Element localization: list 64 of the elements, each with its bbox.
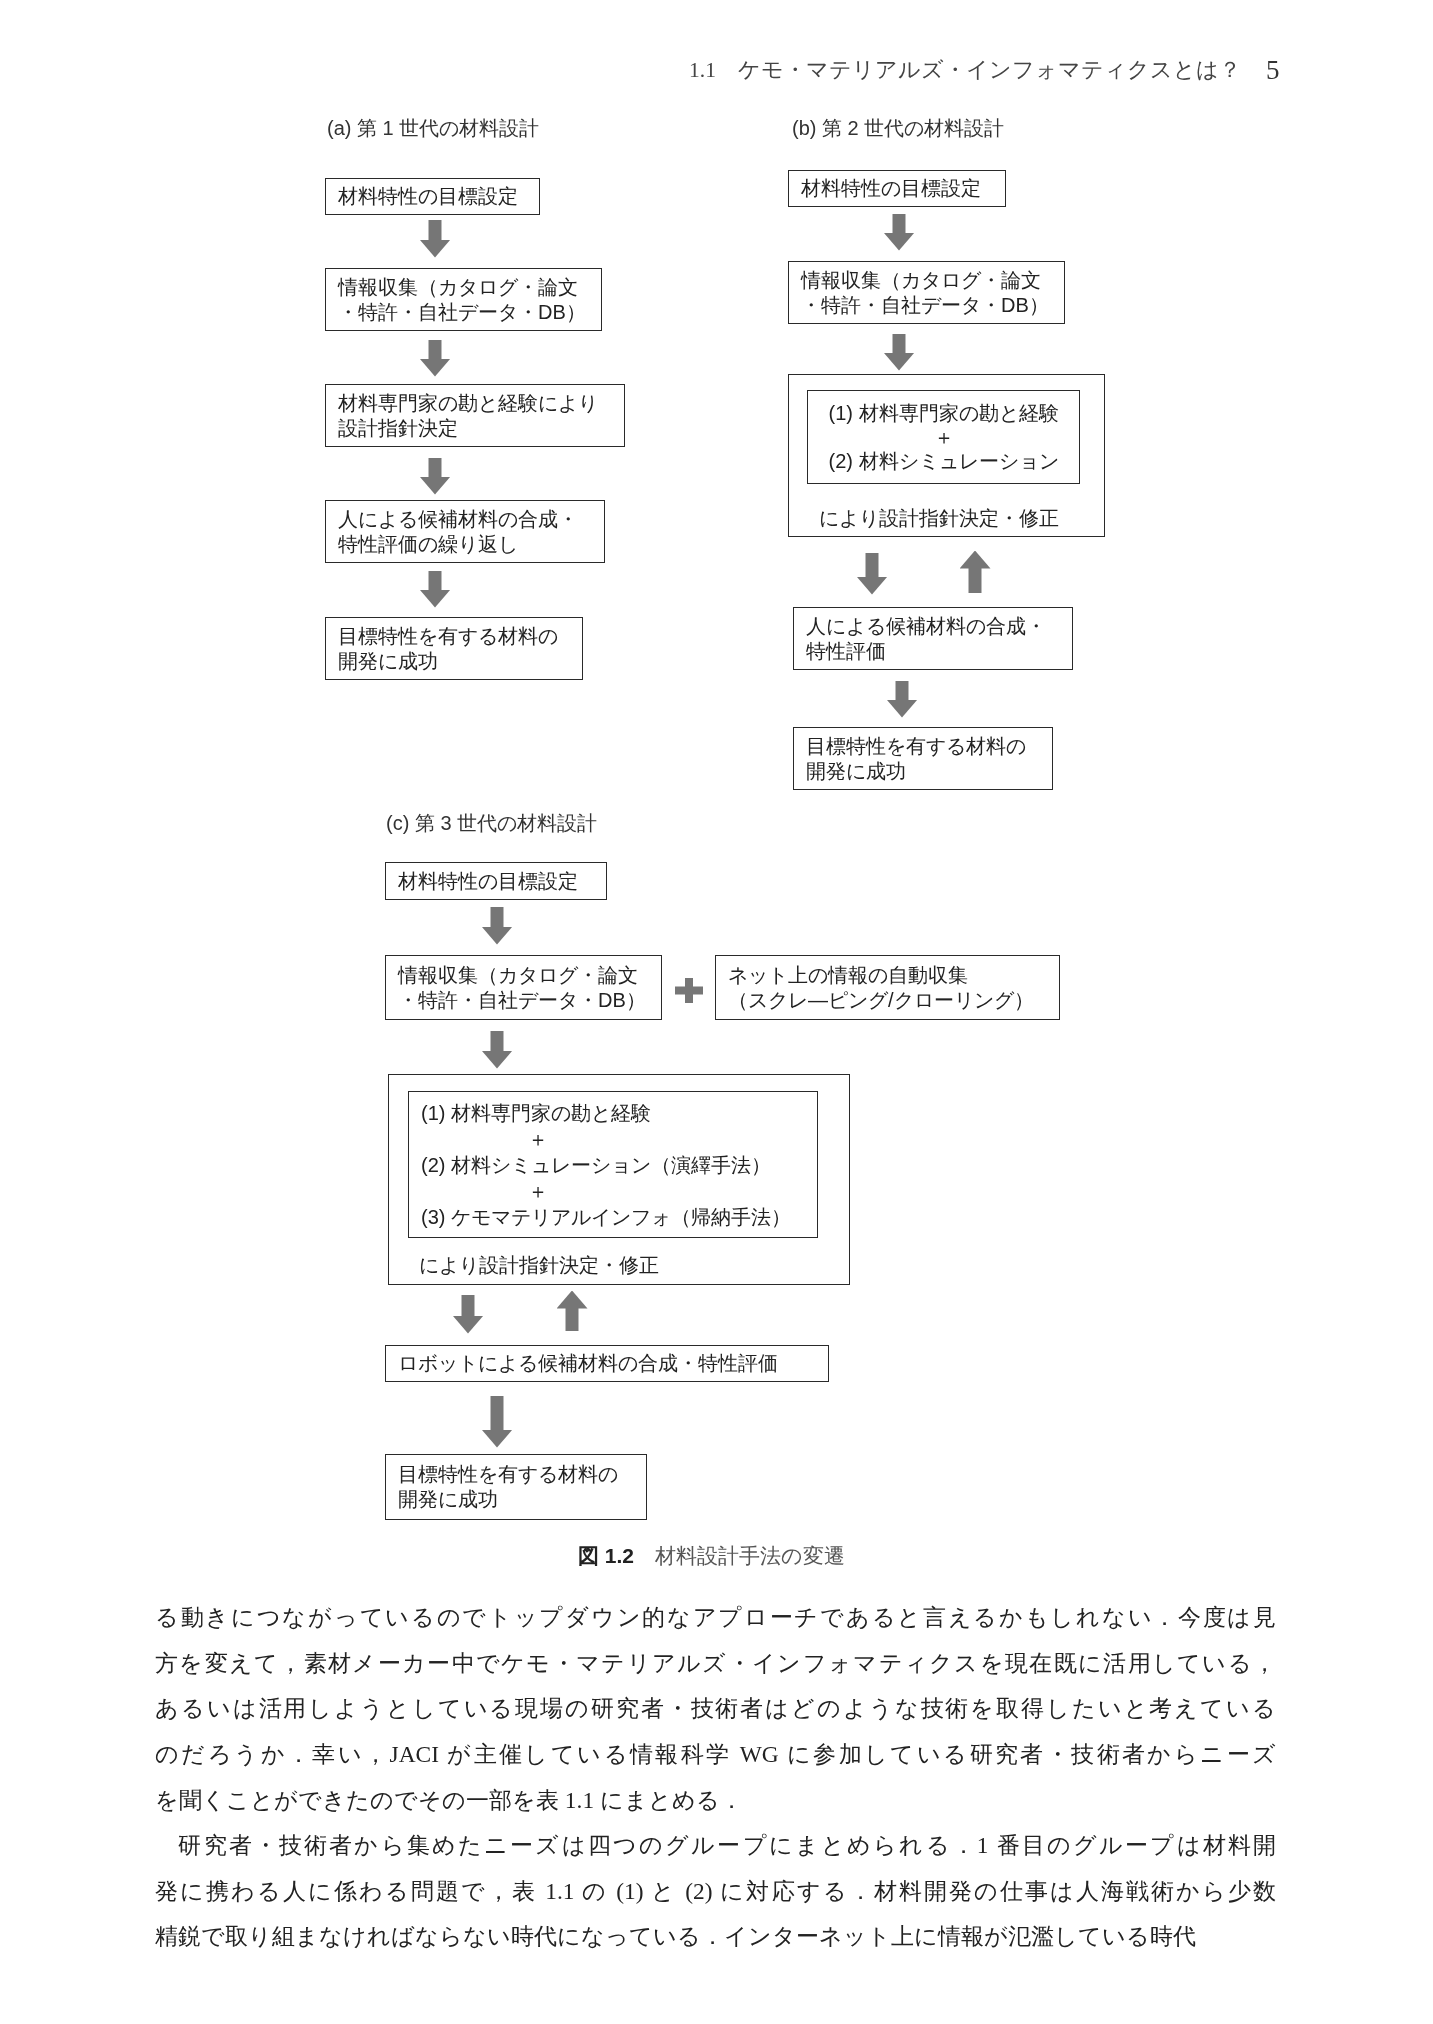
process-box: [788, 170, 1006, 207]
figure-caption: 図 1.2 材料設計手法の変遷: [578, 1543, 846, 1570]
box-text: により設計指針決定・修正: [819, 506, 1059, 531]
box-text: 材料専門家の勘と経験により設計指針決定: [338, 390, 599, 441]
box-text: (1) 材料専門家の勘と経験: [828, 401, 1059, 425]
block-arrow: [886, 681, 918, 718]
plus-sign: ＋: [528, 1126, 548, 1152]
process-box: [325, 268, 602, 331]
inner-method-box: [807, 390, 1080, 484]
plus-sign: ＋: [933, 425, 954, 449]
box-text: 情報収集（カタログ・論文・特許・自社データ・DB）: [801, 267, 1050, 318]
box-text: 情報収集（カタログ・論文・特許・自社データ・DB）: [398, 962, 647, 1013]
box-text: (3) ケモマテリアルインフォ（帰納手法）: [421, 1204, 791, 1230]
block-arrow: [481, 1396, 513, 1448]
box-text: 人による候補材料の合成・特性評価の繰り返し: [338, 506, 579, 557]
block-arrow: [419, 340, 451, 377]
box-text: 材料特性の目標設定: [338, 184, 518, 209]
block-arrow: [481, 1031, 513, 1069]
process-box: [793, 727, 1053, 790]
block-arrow: [419, 458, 451, 495]
running-header: 1.1 ケモ・マテリアルズ・インフォマティクスとは？: [689, 57, 1241, 83]
process-box: [325, 178, 540, 215]
body-paragraph: る動きにつながっているのでトップダウン的なアプローチであると言えるかもしれない．今度は見方を変えて，素材メーカー中でケモ・マテリアルズ・インフォマティクスを現在既に活用している，あるいは活用しようとしている現場の研究者・技術者はどのような技術を取得したいと考えているのだろうか．幸い，JACI が主催している情報科学 WG に参加している研究者・技術者からニーズを聞くことができたのでその一部を表 1.1 にまとめる．: [155, 1603, 1276, 1815]
inner-method-box: [408, 1091, 818, 1238]
process-box: [325, 384, 625, 447]
process-box: [385, 862, 607, 900]
panel-title: (c) 第 3 世代の材料設計: [386, 811, 598, 836]
process-box: [788, 261, 1065, 324]
box-text: 材料特性の目標設定: [398, 868, 578, 894]
process-box: [793, 607, 1073, 670]
block-arrow: [883, 214, 915, 251]
box-text: (1) 材料専門家の勘と経験: [421, 1100, 651, 1126]
process-box: [715, 955, 1060, 1020]
panel-title: (a) 第 1 世代の材料設計: [327, 116, 540, 141]
block-arrow: [452, 1295, 484, 1334]
box-text: 目標特性を有する材料の開発に成功: [338, 623, 559, 674]
body-paragraph: 研究者・技術者から集めたニーズは四つのグループにまとめられる．1 番目のグループは材料開発に携わる人に係わる問題で，表 1.1 の (1) と (2) に対応する．材料開発の仕事は人海戦術から少数精鋭で取り組まなければならない時代になっている．インターネット上に情報が氾濫している時代: [155, 1831, 1276, 1952]
block-arrow: [556, 1290, 588, 1331]
box-text: ロボットによる候補材料の合成・特性評価: [398, 1351, 778, 1376]
block-arrow: [856, 553, 888, 595]
box-text: 目標特性を有する材料の開発に成功: [806, 733, 1027, 784]
block-arrow: [419, 220, 451, 258]
process-box: [325, 500, 605, 563]
block-arrow: [959, 550, 991, 593]
block-arrow: [419, 571, 451, 608]
box-text: ネット上の情報の自動収集（スクレ—ピング/クローリング）: [728, 962, 1035, 1013]
box-text: (2) 材料シミュレーション: [828, 449, 1059, 473]
process-box: [325, 617, 583, 680]
process-box: [385, 1454, 647, 1520]
box-text: (2) 材料シミュレーション（演繹手法）: [421, 1152, 771, 1178]
block-arrow: [481, 907, 513, 945]
box-text: により設計指針決定・修正: [419, 1253, 659, 1278]
box-text: 目標特性を有する材料の開発に成功: [398, 1462, 619, 1512]
process-box: [385, 1345, 829, 1382]
box-text: 材料特性の目標設定: [801, 176, 981, 201]
plus-sign: ＋: [528, 1178, 548, 1204]
box-text: 人による候補材料の合成・特性評価: [806, 613, 1047, 664]
process-box: [385, 955, 662, 1020]
outer-frame-box: [788, 374, 1105, 537]
page-number: 5: [1266, 54, 1280, 86]
block-arrow: [883, 334, 915, 371]
panel-title: (b) 第 2 世代の材料設計: [792, 116, 1005, 141]
outer-frame-box: [388, 1074, 850, 1285]
box-text: 情報収集（カタログ・論文・特許・自社データ・DB）: [338, 274, 587, 325]
